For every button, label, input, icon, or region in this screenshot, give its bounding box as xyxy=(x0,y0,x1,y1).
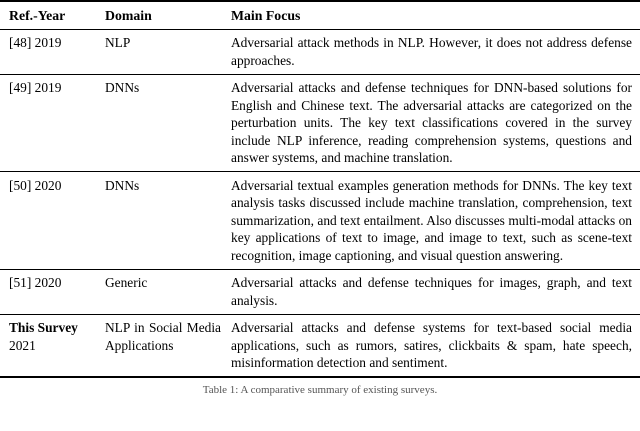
domain-cell: NLP in Social Media Applications xyxy=(105,320,221,353)
table-row: [48] 2019 NLP Adversarial attack methods… xyxy=(0,30,640,75)
ref-label: [50] 2020 xyxy=(9,177,62,193)
column-header-main-focus: Main Focus xyxy=(231,7,301,23)
column-header-domain: Domain xyxy=(105,7,152,23)
ref-year-cell: [51] 2020 xyxy=(0,274,105,309)
ref-year-cell: [50] 2020 xyxy=(0,177,105,265)
table-header-row: Ref.-Year Domain Main Focus xyxy=(0,2,640,30)
ref-year-cell: [49] 2019 xyxy=(0,79,105,167)
table-caption: Table 1: A comparative summary of existi… xyxy=(202,384,438,396)
main-focus-cell: Adversarial attacks and defense techniqu… xyxy=(231,275,632,308)
domain-cell: DNNs xyxy=(105,80,140,95)
main-focus-cell: Adversarial attack methods in NLP. Howev… xyxy=(231,35,632,68)
ref-label: [51] 2020 xyxy=(9,275,62,290)
ref-label: 2021 xyxy=(9,337,36,353)
domain-cell: Generic xyxy=(105,275,148,290)
ref-year-cell: This Survey 2021 xyxy=(0,319,105,372)
main-focus-cell: Adversarial attacks and defense systems … xyxy=(231,320,632,370)
table-row: [50] 2020 DNNs Adversarial textual examp… xyxy=(0,172,640,270)
ref-strong-label: This Survey xyxy=(9,320,78,335)
table-row: [51] 2020 Generic Adversarial attacks an… xyxy=(0,270,640,315)
ref-label: [48] 2019 xyxy=(9,35,62,50)
main-focus-cell: Adversarial attacks and defense techniqu… xyxy=(231,80,632,165)
domain-cell: DNNs xyxy=(105,177,140,193)
table-row: [49] 2019 DNNs Adversarial attacks and d… xyxy=(0,75,640,172)
table-row-this-survey: This Survey 2021 NLP in Social Media App… xyxy=(0,315,640,377)
ref-year-cell: [48] 2019 xyxy=(0,34,105,69)
main-focus-cell: Adversarial textual examples generation … xyxy=(231,177,632,263)
ref-label: [49] 2019 xyxy=(9,80,62,95)
column-header-ref-year: Ref.-Year xyxy=(9,7,66,23)
surveys-comparison-table: Ref.-Year Domain Main Focus [48] 2019 NL… xyxy=(0,0,640,378)
domain-cell: NLP xyxy=(105,35,131,50)
